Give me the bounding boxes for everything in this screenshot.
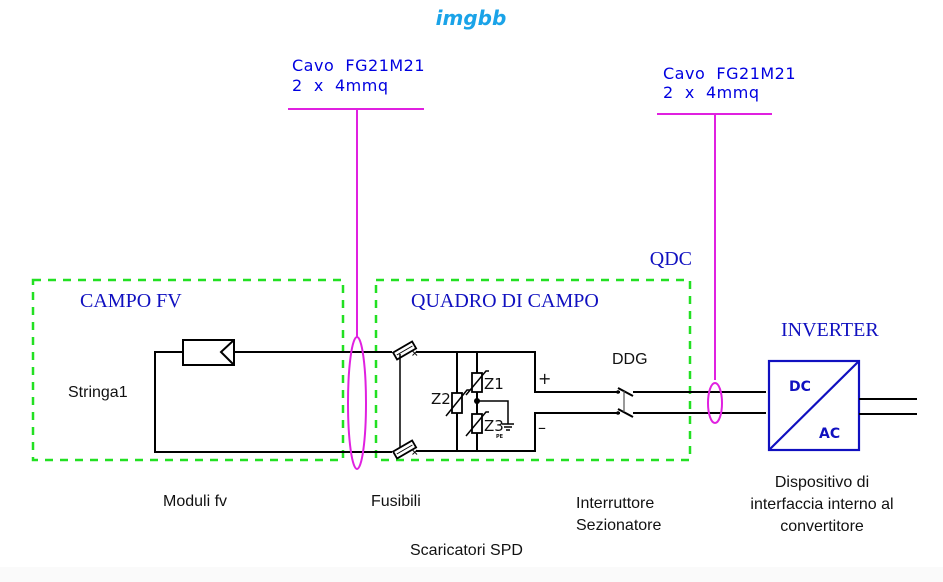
caption-scaricatori: Scaricatori SPD [410, 542, 523, 559]
caption-fusibili: Fusibili [371, 493, 421, 510]
pv-module-icon [182, 339, 235, 366]
footer-band [0, 567, 943, 582]
spd-surge-arresters: PE Z2 Z1 Z3 [431, 352, 514, 451]
spd-z1-slash [465, 370, 489, 396]
bus-positive-wire [416, 351, 620, 393]
cable-1-type: Cavo FG21M21 [292, 56, 425, 75]
cable-2-section: 2 x 4mmq [663, 83, 760, 102]
fuse-negative: × [391, 439, 419, 460]
caption-interruttore: Interruttore [576, 495, 654, 512]
inverter-box [767, 359, 861, 452]
inverter-ac-label: AC [819, 426, 840, 442]
quadro-di-campo-title: QUADRO DI CAMPO [411, 290, 599, 312]
ddg-switch [616, 387, 766, 418]
spd-z3-slash [465, 411, 489, 437]
inverter-diagonal [768, 360, 860, 451]
spd-z1-label: Z1 [484, 375, 504, 393]
quadro-di-campo-boundary [374, 278, 692, 462]
switch-blade-positive [617, 387, 634, 397]
inverter-dc-label: DC [789, 379, 811, 395]
cable-1-marker-ellipse [347, 336, 367, 470]
cable-1-section: 2 x 4mmq [292, 76, 389, 95]
cable-2-type: Cavo FG21M21 [663, 64, 796, 83]
spd-z2-slash [445, 389, 470, 417]
imgbb-watermark[interactable]: imgbb [436, 6, 507, 30]
string-label: Stringa1 [68, 384, 128, 401]
campo-fv-boundary [31, 278, 345, 462]
pv-string-circuit [154, 339, 392, 453]
campo-fv-title: CAMPO FV [80, 290, 182, 312]
string-loop-wire [154, 351, 392, 453]
inverter-block: DC AC [767, 359, 917, 452]
caption-sezionatore: Sezionatore [576, 517, 661, 534]
switch-blade-negative [617, 408, 634, 418]
cable-label-2: Cavo FG21M21 2 x 4mmq [657, 64, 796, 380]
caption-moduli: Moduli fv [163, 493, 227, 510]
cable-2-marker-ellipse [707, 382, 723, 424]
qdc-tag: QDC [650, 248, 692, 270]
polarity-plus: + [538, 369, 551, 388]
inverter-title: INVERTER [781, 319, 879, 341]
spd-z3-label: Z3 [484, 417, 504, 435]
fuse-positive: × [391, 340, 419, 361]
spd-ground-wire [477, 400, 509, 424]
caption-dispositivo-1: Dispositivo di [775, 474, 869, 491]
switch-label: DDG [612, 351, 648, 368]
fuse-positive-terminal: × [411, 349, 419, 359]
polarity-minus: – [538, 418, 546, 437]
cable-label-1: Cavo FG21M21 2 x 4mmq [288, 56, 425, 337]
pv-module-diode-icon [219, 339, 235, 366]
caption-dispositivo-3: convertitore [780, 518, 864, 535]
caption-dispositivo-2: interfaccia interno al [750, 496, 893, 513]
bus-negative-wire [416, 412, 620, 452]
ground-label: PE [496, 434, 504, 440]
spd-z2-label: Z2 [431, 390, 451, 408]
fuse-negative-terminal: × [411, 448, 419, 458]
